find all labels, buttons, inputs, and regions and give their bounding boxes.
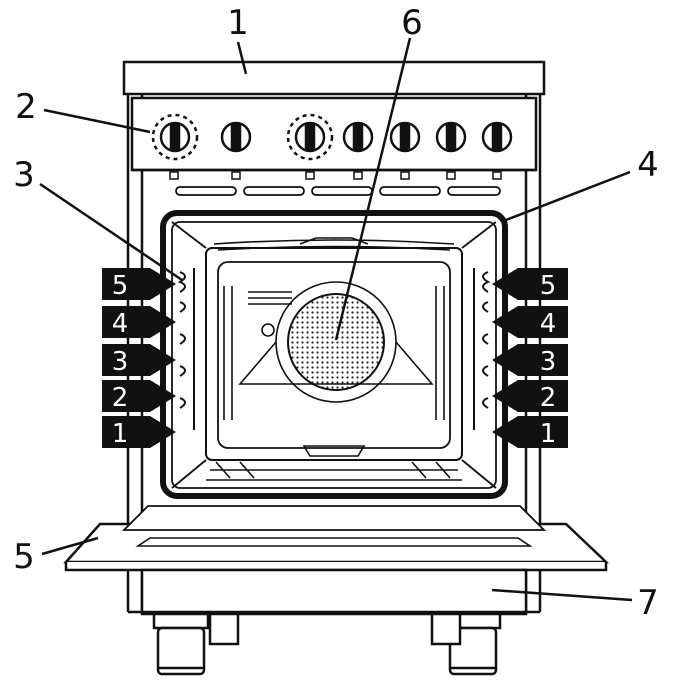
- shelf-tag-right-5: 5: [492, 268, 568, 301]
- shelf-tag-right-3: 3: [492, 344, 568, 377]
- worktop: [122, 60, 546, 96]
- back-wall: [205, 247, 463, 461]
- leader-5: [41, 536, 99, 556]
- shelf-tag-label: 5: [112, 271, 129, 301]
- shelf-tag-left-2: 2: [102, 380, 176, 413]
- knob-2: [220, 121, 252, 153]
- shelf-tag-label: 2: [112, 383, 129, 413]
- knob-4: [342, 121, 374, 153]
- shelf-tag-right-1: 1: [492, 416, 568, 449]
- leader-1: [236, 41, 248, 75]
- rear-left-foot: [208, 612, 240, 646]
- callout-labels: 1 2 3 4 5 6 7: [13, 3, 659, 623]
- callout-1: 1: [227, 3, 249, 43]
- callout-3: 3: [13, 155, 35, 195]
- shelf-tag-right-2: 2: [492, 380, 568, 413]
- rear-right-foot: [430, 612, 462, 646]
- shelf-tag-label: 3: [540, 347, 557, 377]
- shelf-tag-label: 1: [540, 419, 557, 449]
- feet: [152, 612, 502, 676]
- knob-3: [286, 113, 334, 161]
- shelf-tag-label: 2: [540, 383, 557, 413]
- knob-5: [389, 121, 421, 153]
- shelf-tag-label: 5: [540, 271, 557, 301]
- shelf-tags-right: 5 4 3 2 1: [492, 268, 568, 449]
- shelf-tag-left-4: 4: [102, 306, 176, 339]
- shelf-tag-right-4: 4: [492, 306, 568, 339]
- shelf-tag-left-5: 5: [102, 268, 176, 301]
- leader-3: [39, 182, 183, 282]
- leader-6: [334, 37, 412, 341]
- callout-5: 5: [13, 537, 35, 577]
- shelf-tag-label: 1: [112, 419, 129, 449]
- leader-4: [505, 170, 631, 222]
- knob-7: [481, 121, 513, 153]
- knob-symbol-marks: [169, 171, 502, 180]
- shelf-tag-label: 3: [112, 347, 129, 377]
- leader-2: [43, 108, 151, 134]
- shelf-tag-left-3: 3: [102, 344, 176, 377]
- callout-2: 2: [15, 87, 37, 127]
- fan-cover: [238, 281, 434, 403]
- oven-door: [63, 505, 610, 572]
- control-panel: [130, 96, 538, 172]
- shelf-tag-label: 4: [112, 309, 129, 339]
- leader-lines: [39, 37, 633, 602]
- callout-6: 6: [401, 3, 423, 43]
- shelf-tag-label: 4: [540, 309, 557, 339]
- shelf-runners: [177, 268, 491, 430]
- front-left-foot: [152, 612, 210, 676]
- leader-7: [491, 588, 633, 602]
- control-knobs: [151, 113, 513, 161]
- storage-drawer: [128, 568, 540, 616]
- callout-7: 7: [637, 583, 659, 623]
- knob-1: [151, 113, 199, 161]
- knob-6: [435, 121, 467, 153]
- vent-slots: [175, 186, 501, 196]
- callout-4: 4: [637, 145, 659, 185]
- shelf-tags-left: 5 4 3 2 1: [102, 268, 176, 449]
- shelf-tag-left-1: 1: [102, 416, 176, 449]
